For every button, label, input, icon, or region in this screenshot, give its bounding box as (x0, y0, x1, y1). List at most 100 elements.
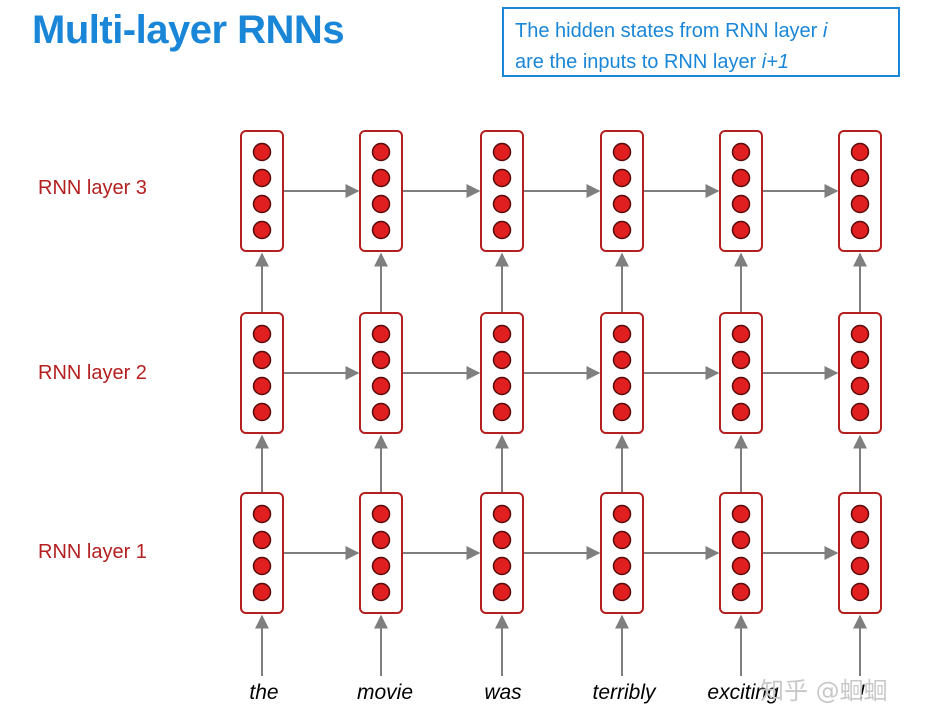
layer1-cell-6-unit-4 (850, 582, 870, 602)
watermark: 知乎 @蛔蛔 (760, 677, 888, 705)
layer3-cell-2-unit-3 (371, 194, 391, 214)
layer-label-1: RNN layer 1 (38, 541, 147, 563)
layer1-cell-1-unit-4 (252, 582, 272, 602)
layer2-cell-6 (838, 312, 882, 434)
layer2-cell-4-unit-1 (612, 324, 632, 344)
layer3-cell-4 (600, 130, 644, 252)
layer1-cell-1 (240, 492, 284, 614)
layer1-cell-3-unit-2 (492, 530, 512, 550)
layer3-cell-6-unit-3 (850, 194, 870, 214)
input-word-terribly: terribly (592, 681, 656, 704)
layer2-cell-3-unit-4 (492, 402, 512, 422)
layer3-cell-6-unit-4 (850, 220, 870, 240)
layer2-cell-6-unit-3 (850, 376, 870, 396)
callout-line-2: are the inputs to RNN layer i+1 (515, 47, 887, 78)
layer3-cell-3-unit-2 (492, 168, 512, 188)
layer1-cell-5-unit-3 (731, 556, 751, 576)
callout-line-2-text: are the inputs to RNN layer (515, 51, 762, 73)
layer2-cell-1 (240, 312, 284, 434)
input-word-was: was (484, 681, 522, 704)
layer1-cell-3-unit-1 (492, 504, 512, 524)
layer3-cell-1-unit-3 (252, 194, 272, 214)
layer2-cell-5 (719, 312, 763, 434)
layer3-cell-3 (480, 130, 524, 252)
callout-box: The hidden states from RNN layer i are t… (502, 7, 900, 77)
layer1-cell-4-unit-3 (612, 556, 632, 576)
layer2-cell-4-unit-4 (612, 402, 632, 422)
layer3-cell-1-unit-4 (252, 220, 272, 240)
layer3-cell-2-unit-4 (371, 220, 391, 240)
layer2-cell-1-unit-1 (252, 324, 272, 344)
layer1-cell-4 (600, 492, 644, 614)
layer2-cell-2 (359, 312, 403, 434)
layer3-cell-2 (359, 130, 403, 252)
layer1-cell-1-unit-2 (252, 530, 272, 550)
layer1-cell-5-unit-4 (731, 582, 751, 602)
layer2-cell-6-unit-4 (850, 402, 870, 422)
callout-line-1: The hidden states from RNN layer i (515, 16, 887, 47)
layer1-cell-4-unit-4 (612, 582, 632, 602)
layer1-cell-6 (838, 492, 882, 614)
layer3-cell-5 (719, 130, 763, 252)
layer1-cell-6-unit-3 (850, 556, 870, 576)
layer3-cell-5-unit-4 (731, 220, 751, 240)
layer2-cell-2-unit-2 (371, 350, 391, 370)
layer3-cell-4-unit-4 (612, 220, 632, 240)
layer3-cell-5-unit-3 (731, 194, 751, 214)
layer2-cell-1-unit-3 (252, 376, 272, 396)
layer2-cell-5-unit-2 (731, 350, 751, 370)
layer2-cell-2-unit-1 (371, 324, 391, 344)
layer2-cell-1-unit-2 (252, 350, 272, 370)
callout-var-i-plus-1: i+1 (761, 51, 790, 73)
input-word-movie: movie (356, 681, 414, 704)
layer-label-2: RNN layer 2 (38, 362, 147, 384)
layer1-cell-4-unit-2 (612, 530, 632, 550)
layer1-cell-2 (359, 492, 403, 614)
layer3-cell-2-unit-2 (371, 168, 391, 188)
layer3-cell-2-unit-1 (371, 142, 391, 162)
layer1-cell-3-unit-4 (492, 582, 512, 602)
layer3-cell-1-unit-1 (252, 142, 272, 162)
layer1-cell-1-unit-3 (252, 556, 272, 576)
layer2-cell-6-unit-1 (850, 324, 870, 344)
layer3-cell-4-unit-2 (612, 168, 632, 188)
layer3-cell-1-unit-2 (252, 168, 272, 188)
layer1-cell-5-unit-2 (731, 530, 751, 550)
layer1-cell-5-unit-1 (731, 504, 751, 524)
layer3-cell-3-unit-3 (492, 194, 512, 214)
layer3-cell-4-unit-1 (612, 142, 632, 162)
layer1-cell-2-unit-4 (371, 582, 391, 602)
layer2-cell-3-unit-3 (492, 376, 512, 396)
input-word-exclamation: ! (859, 681, 865, 704)
layer3-cell-6 (838, 130, 882, 252)
layer2-cell-5-unit-1 (731, 324, 751, 344)
layer2-cell-3-unit-1 (492, 324, 512, 344)
layer2-cell-3 (480, 312, 524, 434)
layer2-cell-2-unit-4 (371, 402, 391, 422)
layer2-cell-2-unit-3 (371, 376, 391, 396)
layer3-cell-5-unit-2 (731, 168, 751, 188)
layer2-cell-4 (600, 312, 644, 434)
layer1-cell-1-unit-1 (252, 504, 272, 524)
layer1-cell-3-unit-3 (492, 556, 512, 576)
layer2-cell-1-unit-4 (252, 402, 272, 422)
layer1-cell-2-unit-2 (371, 530, 391, 550)
layer2-cell-3-unit-2 (492, 350, 512, 370)
layer1-cell-6-unit-2 (850, 530, 870, 550)
layer1-cell-5 (719, 492, 763, 614)
layer3-cell-6-unit-1 (850, 142, 870, 162)
layer3-cell-4-unit-3 (612, 194, 632, 214)
layer1-cell-2-unit-1 (371, 504, 391, 524)
callout-line-1-text: The hidden states from RNN layer (515, 20, 823, 42)
layer3-cell-5-unit-1 (731, 142, 751, 162)
layer2-cell-4-unit-2 (612, 350, 632, 370)
input-word-exciting: exciting (707, 681, 779, 704)
layer2-cell-6-unit-2 (850, 350, 870, 370)
layer1-cell-2-unit-3 (371, 556, 391, 576)
layer1-cell-4-unit-1 (612, 504, 632, 524)
layer2-cell-5-unit-3 (731, 376, 751, 396)
layer3-cell-6-unit-2 (850, 168, 870, 188)
layer1-cell-3 (480, 492, 524, 614)
input-word-the: the (249, 681, 279, 704)
